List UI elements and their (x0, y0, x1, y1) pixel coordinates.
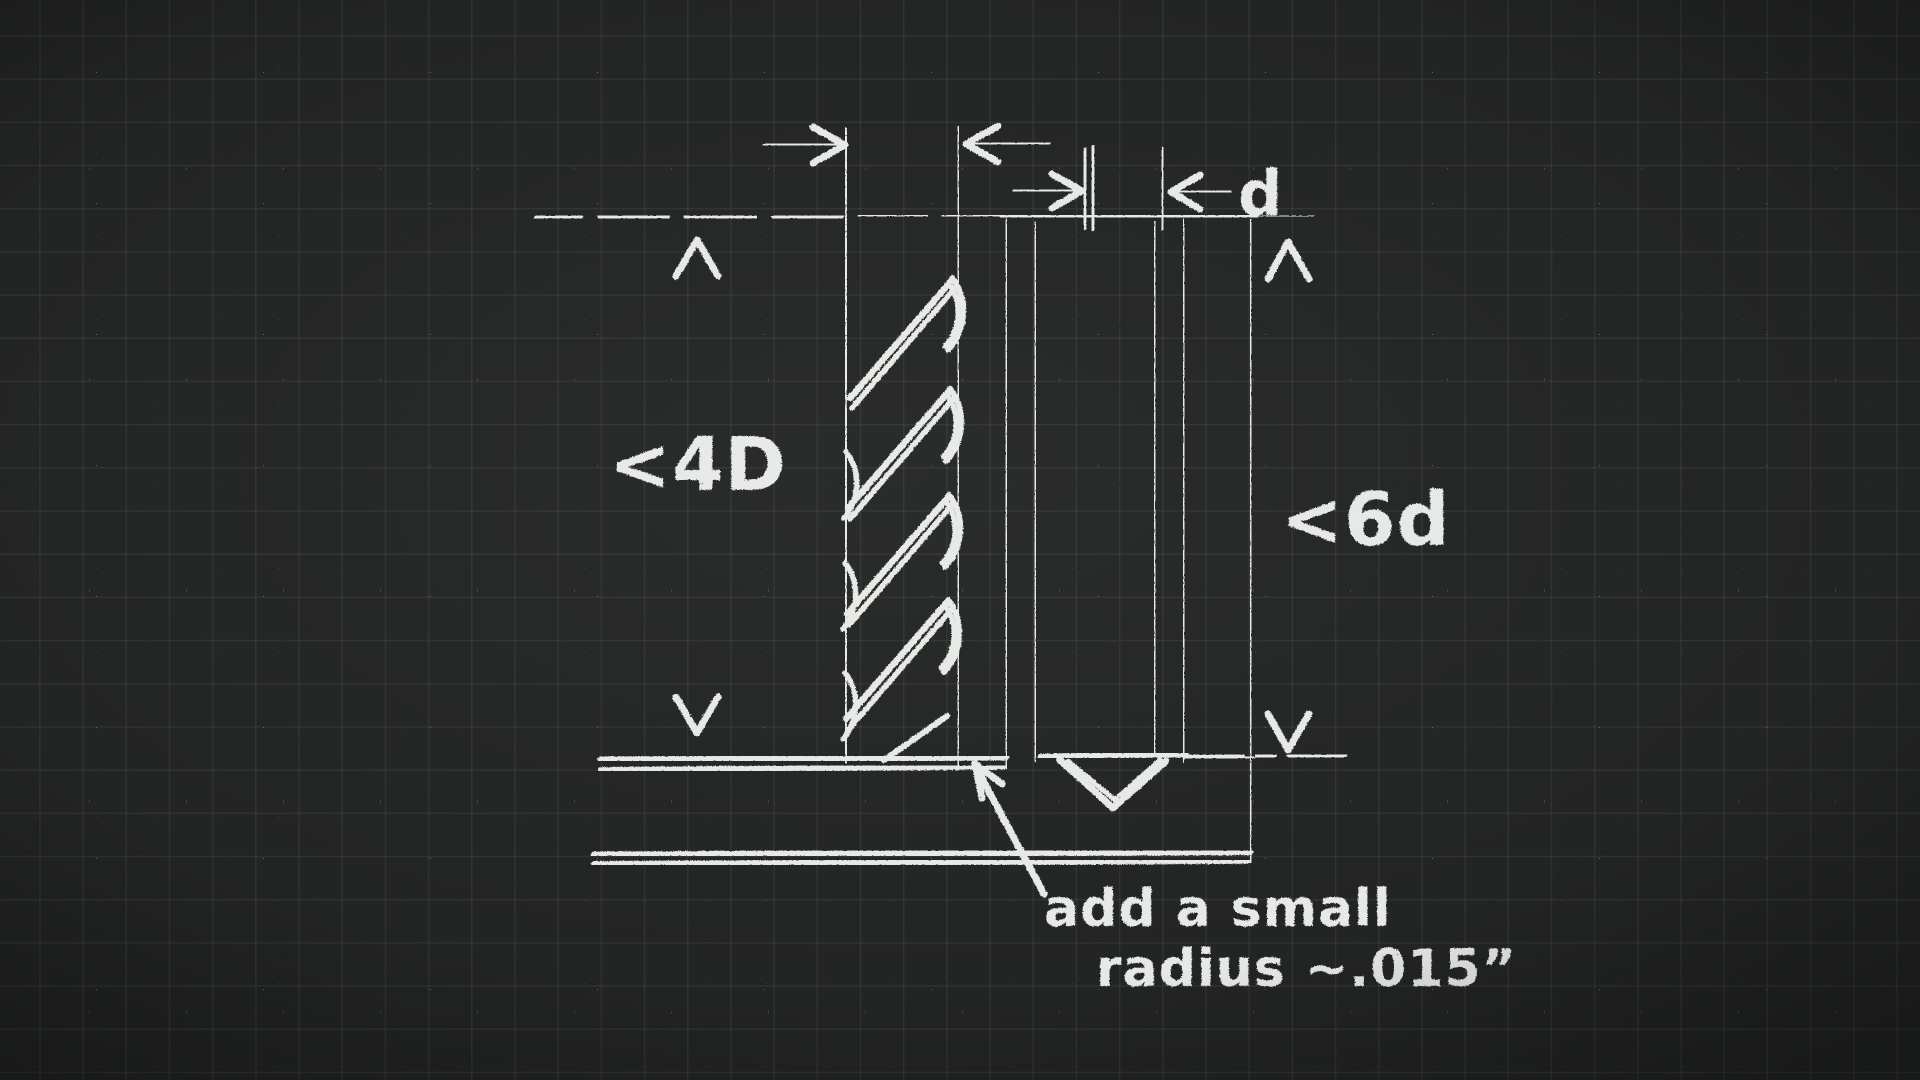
dimension-diameter: d (1012, 144, 1283, 232)
dimension-left-depth-label: <4D (609, 422, 787, 508)
part-lower-surface (590, 848, 1254, 867)
dimension-core-width (762, 122, 1051, 219)
part-bottom-surface (597, 753, 1255, 773)
top-datum-line (534, 212, 1315, 221)
dimension-diameter-label: d (1238, 157, 1283, 230)
dimension-right-depth: <6d (1264, 238, 1450, 754)
drilled-hole (1000, 212, 1259, 864)
radius-callout-line1: add a small (1044, 879, 1392, 939)
radius-callout-leader (971, 760, 1048, 898)
thread-profile (840, 275, 967, 763)
dimension-left-depth: <4D (609, 236, 787, 737)
dimension-right-depth-label: <6d (1281, 477, 1450, 563)
radius-callout-line2: radius ~.015” (1096, 939, 1517, 999)
radius-callout-text: add a small radius ~.015” (1044, 879, 1517, 999)
